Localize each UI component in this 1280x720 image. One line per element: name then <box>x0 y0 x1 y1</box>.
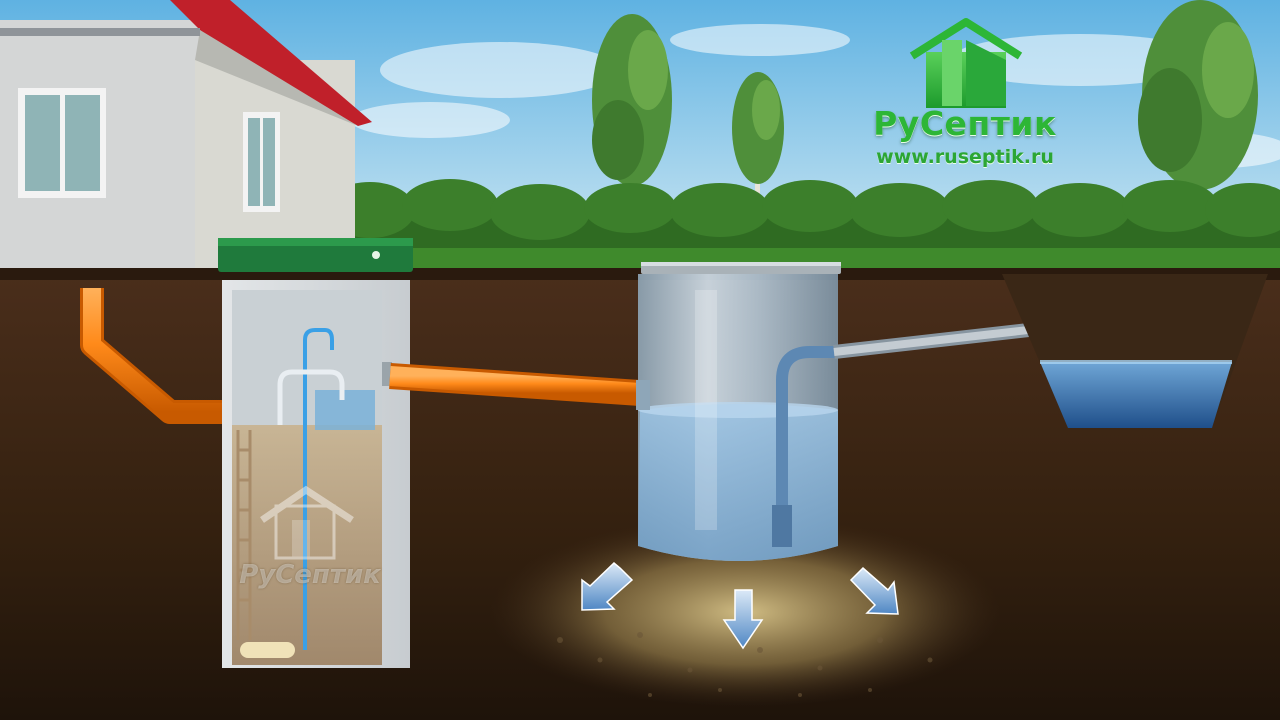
house-window-right <box>243 112 280 212</box>
pump-pipe <box>776 346 838 545</box>
tree-left <box>592 14 672 200</box>
house-logo-icon <box>909 18 1023 108</box>
tree-middle <box>732 72 784 200</box>
logo-url[interactable]: www.ruseptik.ru <box>876 146 1054 168</box>
septic-tank <box>218 238 413 668</box>
tree-right <box>1138 0 1258 190</box>
flow-arrow-icon <box>581 561 899 650</box>
watermark-name: РуСептик <box>239 560 381 590</box>
drainage-ditch <box>1002 274 1268 428</box>
hedge <box>325 179 1280 272</box>
tank-ladder <box>236 430 252 640</box>
air-lift-tube <box>303 328 334 650</box>
house-window-left <box>18 88 106 198</box>
watermark-house-icon <box>260 485 354 560</box>
infiltration-well <box>636 262 841 561</box>
logo-name: РуСептик <box>873 104 1057 143</box>
gravel <box>557 632 933 697</box>
house <box>0 0 372 272</box>
